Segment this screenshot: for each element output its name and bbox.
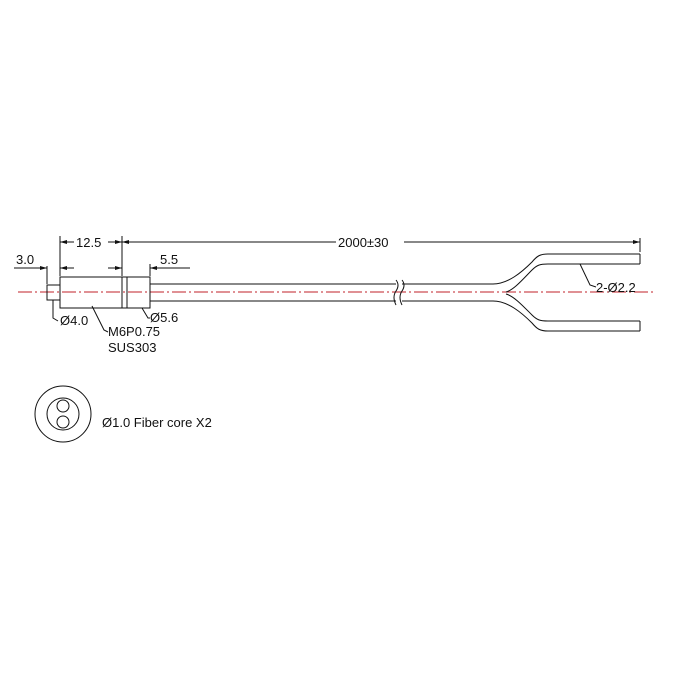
thread-spec-label: M6P0.75 [108,324,160,339]
tip-diameter-label: Ø4.0 [60,313,88,328]
nut-width-label: 5.5 [160,252,178,267]
nut-diameter-label: Ø5.6 [150,310,178,325]
dim-thread-length [59,236,123,276]
thread-length-label: 12.5 [76,235,101,250]
total-length-label: 2000±30 [338,235,389,250]
dim-nut-width [108,264,190,276]
leaders [52,263,597,333]
fiber-core-label: Ø1.0 Fiber core X2 [102,415,212,430]
cross-section-view [34,385,92,443]
dim-tip-length [14,266,74,284]
nut [121,276,151,309]
material-label: SUS303 [108,340,156,355]
tip-length-label: 3.0 [16,252,34,267]
cable-diameter-label: 2-Ø2.2 [596,280,636,295]
cable [150,253,641,332]
dim-total-length [122,238,641,252]
